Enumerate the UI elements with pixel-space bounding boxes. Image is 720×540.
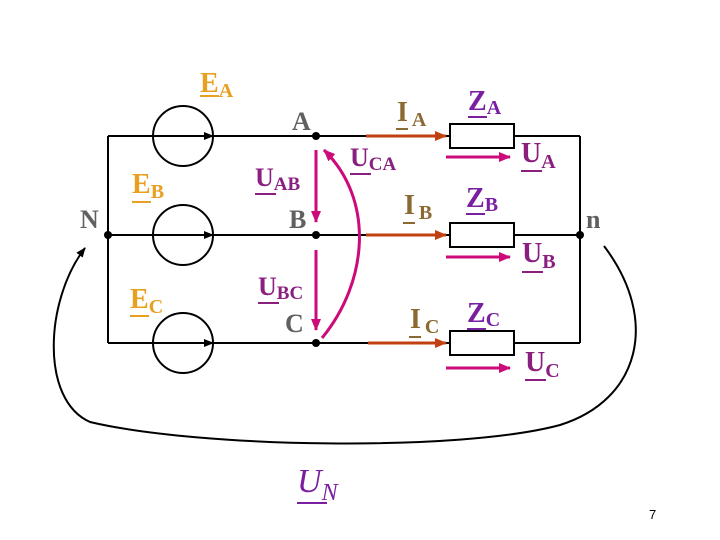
node-b-label: B bbox=[289, 205, 306, 234]
source-eb-label: EB bbox=[132, 169, 164, 203]
impedance-zc-label: ZC bbox=[467, 298, 500, 331]
voltage-uab-label: UAB bbox=[255, 163, 301, 195]
source-ea-symbol bbox=[152, 105, 214, 167]
impedance-za-box bbox=[449, 123, 515, 149]
node-c-dot bbox=[312, 339, 320, 347]
page-number: 7 bbox=[649, 507, 656, 522]
voltage-ubc-label: UBC bbox=[258, 272, 303, 304]
node-a-label: A bbox=[292, 107, 311, 136]
node-c-label: C bbox=[285, 309, 304, 338]
voltage-ub-label: UB bbox=[522, 238, 556, 273]
source-ec-symbol bbox=[152, 312, 214, 374]
source-eb-symbol bbox=[152, 204, 214, 266]
node-n-load-dot bbox=[576, 231, 584, 239]
source-ec-label: EC bbox=[130, 284, 163, 318]
impedance-zb-label: ZB bbox=[466, 183, 498, 216]
node-n-load-label: n bbox=[586, 205, 601, 234]
node-b-dot bbox=[312, 231, 320, 239]
impedance-zc-box bbox=[449, 330, 515, 356]
voltage-uca-arrow bbox=[320, 148, 361, 339]
impedance-za-label: ZA bbox=[468, 86, 502, 119]
neutral-voltage-arc bbox=[52, 245, 637, 445]
node-a-dot bbox=[312, 132, 320, 140]
voltage-uca-label: UCA bbox=[350, 143, 397, 175]
node-n-source-dot bbox=[104, 231, 112, 239]
source-ea-label: EA bbox=[200, 68, 234, 102]
node-n-source-label: N bbox=[80, 205, 99, 234]
voltage-uc-label: UC bbox=[525, 347, 560, 382]
voltage-ua-label: UA bbox=[521, 138, 556, 173]
impedance-zb-box bbox=[449, 222, 515, 248]
neutral-voltage-label: UN bbox=[297, 463, 340, 506]
